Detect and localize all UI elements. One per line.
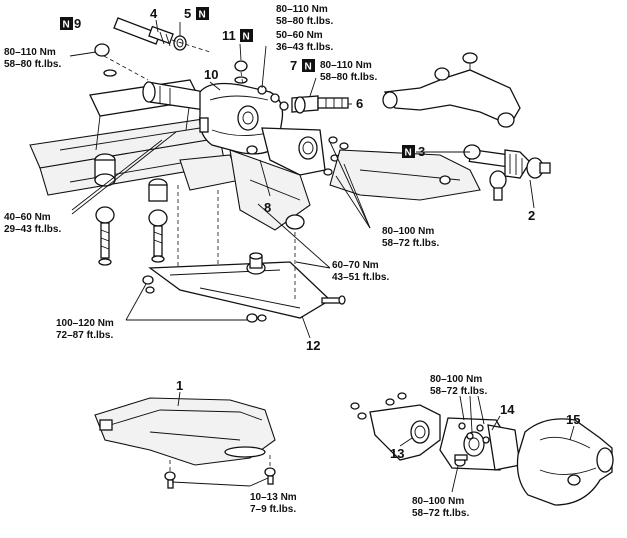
svg-text:58–80 ft.lbs.: 58–80 ft.lbs. [4, 59, 61, 70]
part-number-10: 10 [204, 67, 218, 82]
part-number-3: 3 [418, 144, 425, 159]
svg-text:N: N [199, 10, 206, 21]
svg-text:58–80 ft.lbs.: 58–80 ft.lbs. [320, 72, 377, 83]
svg-text:43–51 ft.lbs.: 43–51 ft.lbs. [332, 272, 389, 283]
part-number-1: 1 [176, 378, 183, 393]
svg-text:7–9 ft.lbs.: 7–9 ft.lbs. [250, 504, 296, 515]
torque-spec-7: 80–110 Nm 58–80 ft.lbs. [320, 60, 377, 83]
part-number-6: 6 [356, 96, 363, 111]
bolt-housing-top [257, 85, 289, 111]
torque-spec-labels: 80–110 Nm 58–80 ft.lbs. 80–110 Nm 58–80 … [4, 4, 487, 519]
part-number-12: 12 [306, 338, 320, 353]
torque-spec-bracket-bottom: 80–100 Nm 58–72 ft.lbs. [412, 496, 469, 519]
torque-spec-100-120: 100–120 Nm 72–87 ft.lbs. [56, 318, 114, 341]
torque-spec-bracket-top: 80–100 Nm 58–72 ft.lbs. [430, 374, 487, 397]
leader-lines [69, 19, 575, 493]
part-number-9: 9 [74, 16, 81, 31]
svg-text:N: N [305, 62, 312, 73]
upper-control-arm [382, 52, 521, 128]
oil-seal [173, 35, 187, 51]
part-number-2: 2 [528, 208, 535, 223]
axle-housing-tube [142, 81, 206, 111]
skid-plate-bolts [164, 455, 276, 489]
torque-spec-mid: 80–100 Nm 58–72 ft.lbs. [382, 226, 439, 249]
part-number-13: 13 [390, 446, 404, 461]
svg-text:N: N [243, 32, 250, 43]
new-part-marker-11: N [240, 29, 253, 43]
svg-text:100–120 Nm: 100–120 Nm [56, 318, 114, 329]
part-number-labels: 4 5 9 11 10 7 6 3 2 8 12 1 13 14 15 [74, 6, 580, 461]
svg-text:80–100 Nm: 80–100 Nm [412, 496, 464, 507]
nut-11 [234, 60, 248, 84]
bracket-bolts-top [350, 392, 407, 420]
front-carrier-15 [516, 418, 614, 506]
new-part-marker-3: N [402, 145, 415, 159]
svg-text:N: N [63, 20, 70, 31]
svg-text:50–60 Nm: 50–60 Nm [276, 30, 323, 41]
svg-text:58–72 ft.lbs.: 58–72 ft.lbs. [430, 386, 487, 397]
drive-shaft [113, 17, 174, 47]
new-part-marker-7: N [302, 59, 315, 73]
plate-bolts [454, 422, 490, 467]
svg-text:40–60 Nm: 40–60 Nm [4, 212, 51, 223]
part-number-15: 15 [566, 412, 580, 427]
new-part-marker-9: N [60, 17, 73, 31]
torque-spec-11a: 80–110 Nm 58–80 ft.lbs. [276, 4, 333, 27]
skid-plate [94, 397, 276, 466]
part-number-4: 4 [150, 6, 158, 21]
new-part-marker-5: N [196, 7, 209, 21]
svg-text:58–72 ft.lbs.: 58–72 ft.lbs. [382, 238, 439, 249]
part-number-7: 7 [290, 58, 297, 73]
bolt-lower-left [142, 275, 155, 294]
svg-text:60–70 Nm: 60–70 Nm [332, 260, 379, 271]
engine-subframe [179, 149, 311, 231]
svg-text:80–110 Nm: 80–110 Nm [4, 47, 56, 58]
part-number-14: 14 [500, 402, 515, 417]
bolt-lower-mid [246, 313, 267, 323]
svg-text:72–87 ft.lbs.: 72–87 ft.lbs. [56, 330, 113, 341]
svg-text:36–43 ft.lbs.: 36–43 ft.lbs. [276, 42, 333, 53]
torque-spec-60-70: 60–70 Nm 43–51 ft.lbs. [332, 260, 389, 283]
differential-housing [199, 82, 284, 155]
torque-spec-9: 80–110 Nm 58–80 ft.lbs. [4, 47, 61, 70]
svg-text:58–72 ft.lbs.: 58–72 ft.lbs. [412, 508, 469, 519]
drive-axle [468, 148, 551, 179]
part-number-11: 11 [222, 28, 236, 43]
mount-bushing-left [94, 153, 116, 266]
crossmember-12 [148, 252, 332, 319]
part-number-5: 5 [184, 6, 191, 21]
mount-bushing-right [148, 178, 168, 263]
torque-spec-11b: 50–60 Nm 36–43 ft.lbs. [276, 30, 333, 53]
torque-spec-left: 40–60 Nm 29–43 ft.lbs. [4, 212, 61, 235]
svg-text:80–110 Nm: 80–110 Nm [276, 4, 328, 15]
svg-text:80–100 Nm: 80–100 Nm [382, 226, 434, 237]
mounting-bracket-13 [369, 404, 441, 461]
extension-housing-bracket [238, 127, 326, 176]
part-number-8: 8 [264, 200, 271, 215]
bolt-right-12 [321, 295, 346, 305]
svg-text:80–110 Nm: 80–110 Nm [320, 60, 372, 71]
svg-text:58–80 ft.lbs.: 58–80 ft.lbs. [276, 16, 333, 27]
svg-text:N: N [405, 148, 412, 159]
svg-text:10–13 Nm: 10–13 Nm [250, 492, 297, 503]
output-shaft [291, 95, 349, 114]
svg-text:80–100 Nm: 80–100 Nm [430, 374, 482, 385]
torque-spec-10-13: 10–13 Nm 7–9 ft.lbs. [250, 492, 297, 515]
svg-text:29–43 ft.lbs.: 29–43 ft.lbs. [4, 224, 61, 235]
nut-washer-9 [94, 43, 117, 77]
new-part-markers: N N N N N [60, 7, 415, 159]
